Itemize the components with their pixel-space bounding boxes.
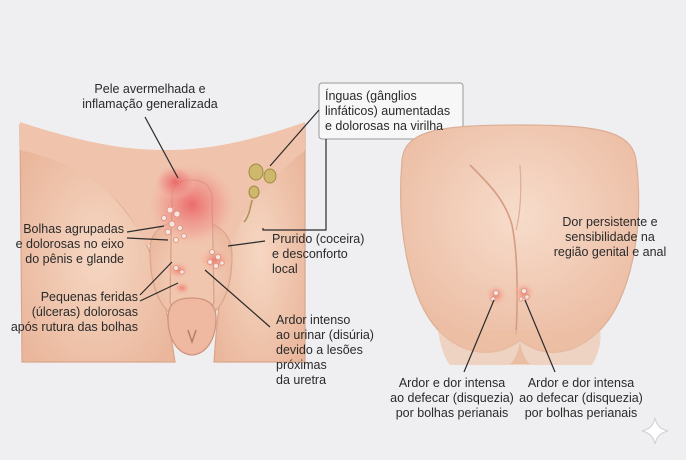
label-persistent-pain: Dor persistente e sensibilidade na regiã… [553,215,667,259]
buttocks [400,124,640,353]
blister-cluster [160,206,225,275]
label-ulcers: Pequenas feridas (úlceras) dolorosas apó… [10,290,138,334]
leader-lines-front [126,109,327,328]
glans [167,297,217,356]
label-dyschezia-right: Ardor e dor intensa ao defecar (disquezi… [519,376,643,420]
leader-lines-back [463,299,556,373]
label-inflammation: Pele avermelhada e inflamação generaliza… [82,82,218,111]
front-view [19,82,464,363]
label-dysuria: Ardor intenso ao urinar (disúria) devido… [276,313,374,387]
lymph-nodes-callout-box [318,82,464,140]
label-dyschezia-left: Ardor e dor intensa ao defecar (disquezi… [390,376,514,420]
sparkle-icon [641,417,669,445]
label-lymph-nodes: Ínguas (gânglios linfáticos) aumentadas … [325,89,451,133]
label-itching: Prurido (coceira) e desconforto local [272,232,365,276]
label-blisters: Bolhas agrupadas e dolorosas no eixo do … [15,222,124,266]
lymph-nodes [243,163,277,223]
back-view [400,124,640,373]
